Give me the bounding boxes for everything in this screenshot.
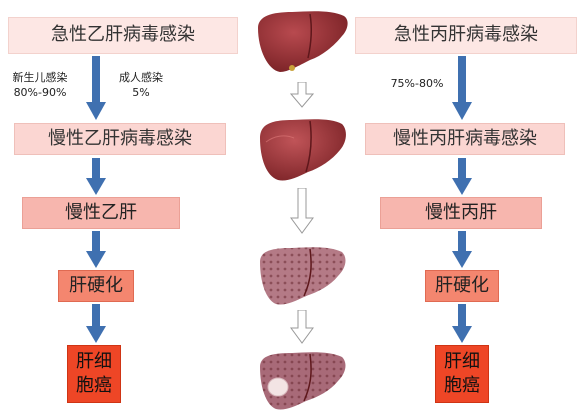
left-cirrhosis-label: 肝硬化 (69, 274, 123, 296)
right-hcc-line1: 肝细 (444, 351, 480, 372)
right-acute-label: 急性丙肝病毒感染 (394, 24, 538, 46)
left-adult-note: 成人感染 5% (106, 70, 176, 100)
left-acute-infection: 急性乙肝病毒感染 (8, 17, 238, 54)
right-arrow-3 (452, 231, 472, 268)
right-arrow-4 (452, 304, 472, 343)
right-chronic-hepatitis-label: 慢性丙肝 (425, 201, 497, 223)
left-arrow-4 (86, 304, 106, 343)
right-acute-infection: 急性丙肝病毒感染 (355, 17, 577, 54)
right-chronic-hepatitis: 慢性丙肝 (380, 197, 542, 229)
adult-pct: 5% (132, 86, 150, 99)
left-chronic-hepatitis-label: 慢性乙肝 (65, 201, 137, 223)
left-newborn-note: 新生儿感染 80%-90% (2, 70, 78, 100)
right-chronic-infection-label: 慢性丙肝病毒感染 (393, 127, 537, 149)
right-cirrhosis: 肝硬化 (425, 270, 499, 302)
newborn-label: 新生儿感染 (12, 71, 68, 84)
right-pct: 75%-80% (390, 77, 444, 90)
right-arrow-2 (452, 158, 472, 195)
left-chronic-infection-label: 慢性乙肝病毒感染 (48, 127, 192, 149)
right-hcc: 肝细 胞癌 (435, 345, 489, 403)
left-arrow-2 (86, 158, 106, 195)
right-arrow-1 (452, 56, 472, 120)
left-hcc-line1: 肝细 (76, 351, 112, 372)
fibrotic-liver-icon (260, 247, 346, 305)
left-arrow-1 (86, 56, 106, 120)
adult-label: 成人感染 (119, 71, 163, 84)
cancerous-liver-icon (260, 352, 346, 410)
left-hcc-line2: 胞癌 (76, 375, 112, 396)
arrow-down-icon (290, 82, 314, 108)
right-pct-note: 75%-80% (382, 76, 452, 91)
right-chronic-infection: 慢性丙肝病毒感染 (365, 123, 565, 155)
arrow-down-icon (290, 310, 314, 344)
left-chronic-infection: 慢性乙肝病毒感染 (14, 123, 226, 155)
right-hcc-line2: 胞癌 (444, 375, 480, 396)
left-acute-label: 急性乙肝病毒感染 (51, 24, 195, 46)
right-cirrhosis-label: 肝硬化 (435, 274, 489, 296)
left-arrow-3 (86, 231, 106, 268)
left-cirrhosis: 肝硬化 (58, 270, 134, 302)
healthy-liver-icon (258, 11, 348, 72)
arrow-down-icon (290, 188, 314, 234)
inflamed-liver-icon (260, 119, 346, 181)
newborn-pct: 80%-90% (13, 86, 67, 99)
left-hcc: 肝细 胞癌 (67, 345, 121, 403)
left-chronic-hepatitis: 慢性乙肝 (22, 197, 180, 229)
